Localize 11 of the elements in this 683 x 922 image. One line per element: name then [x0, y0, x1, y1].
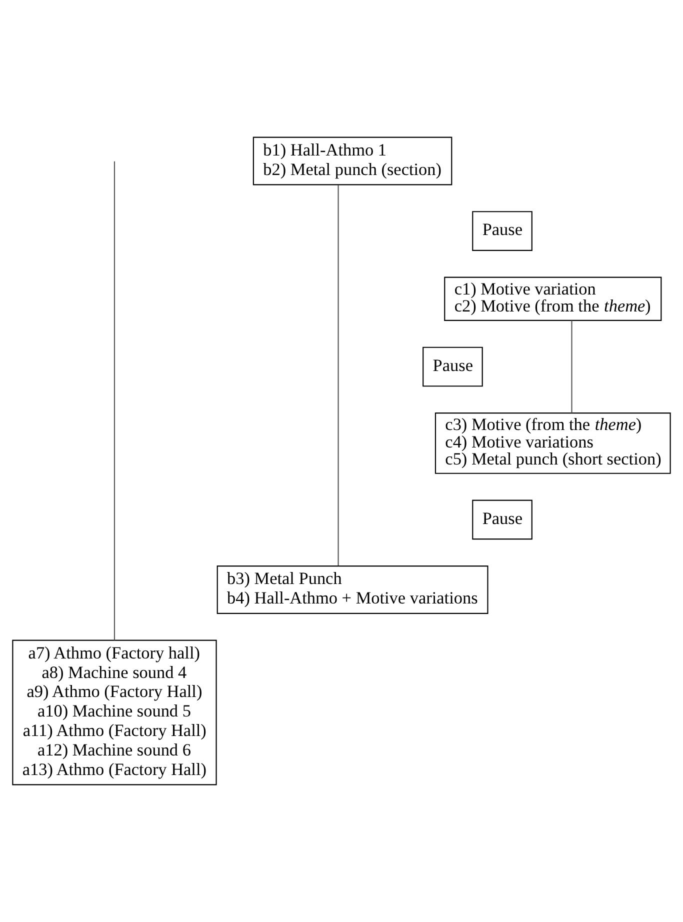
connector: [571, 320, 572, 413]
node-box: c3) Motive (from the theme) c4) Motive variations c5) Metal punch (short section): [434, 412, 671, 474]
node-box: Pause: [472, 211, 532, 251]
node-box: b1) Hall-Athmo 1 b2) Metal punch (section): [252, 136, 452, 186]
node-box: b3) Metal Punch b4) Hall-Athmo + Motive variations: [216, 565, 488, 614]
node-box: a7) Athmo (Factory hall) a8) Machine sound 4 a9) Athmo (Factory Hall) a10) Machine sound 5 a11) Athmo (Factory Hall) a12) Machine sound 6 a13) Athmo (Factory Hall): [12, 640, 217, 786]
node-box: Pause: [472, 500, 532, 540]
node-box: c1) Motive variation c2) Motive (from the theme): [444, 276, 662, 321]
connector: [338, 184, 339, 566]
node-box: Pause: [422, 346, 483, 387]
connector: [114, 161, 116, 640]
